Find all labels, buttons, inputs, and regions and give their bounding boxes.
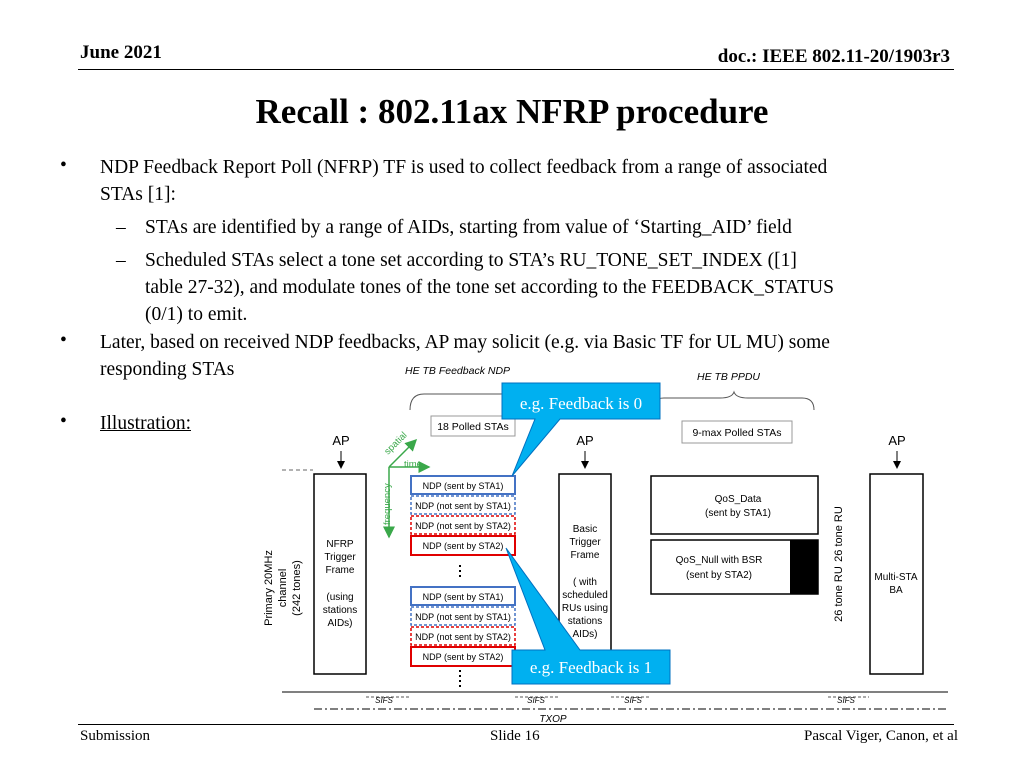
sub-bullet-2-line-2: table 27-32), and modulate tones of the … bbox=[145, 277, 834, 298]
ap-label-1: AP bbox=[332, 433, 349, 448]
svg-text:stations: stations bbox=[568, 616, 602, 627]
bullet-glyph: • bbox=[60, 411, 67, 432]
label-he-tb-ppdu: HE TB PPDU bbox=[697, 371, 760, 383]
bullet-2-line-2: responding STAs bbox=[100, 359, 235, 380]
polled-9max-label: 9-max Polled STAs bbox=[692, 427, 781, 439]
ap-label-2: AP bbox=[576, 433, 593, 448]
svg-text:Trigger: Trigger bbox=[324, 552, 356, 563]
multi-sta-label: Multi-STA bbox=[874, 572, 917, 583]
footer-submission: Submission bbox=[80, 728, 151, 744]
ndp-sent-sta2-box bbox=[410, 535, 516, 556]
svg-text:Basic: Basic bbox=[573, 524, 597, 535]
polled-18-box bbox=[430, 415, 516, 437]
ndp-sent-sta1-box bbox=[410, 475, 516, 495]
svg-text:SIFS: SIFS bbox=[527, 696, 545, 705]
ndp-label: NDP (not sent by STA2) bbox=[415, 521, 511, 531]
ndp-not-sent-sta1-box bbox=[410, 495, 516, 515]
bullet-1-line-2: STAs [1]: bbox=[100, 184, 176, 205]
svg-text:channel: channel bbox=[277, 569, 289, 608]
nfrp-trigger-frame-text: NFRP Trigger Frame (using stations AIDs) bbox=[323, 539, 357, 629]
svg-text:stations: stations bbox=[323, 605, 357, 616]
bullet-1-line-1: NDP Feedback Report Poll (NFRP) TF is us… bbox=[100, 157, 828, 178]
header-date: June 2021 bbox=[80, 42, 162, 63]
qos-data-box bbox=[650, 475, 819, 535]
qos-null-label: QoS_Null with BSR bbox=[676, 555, 763, 566]
ndp-label: NDP (sent by STA1) bbox=[423, 481, 504, 491]
polled-9max-box bbox=[681, 420, 793, 444]
label-he-tb-feedback-ndp: HE TB Feedback NDP bbox=[405, 365, 510, 377]
ndp-label: NDP (sent by STA1) bbox=[423, 592, 504, 602]
dash-glyph: – bbox=[116, 217, 126, 238]
time-label: time bbox=[404, 459, 422, 470]
callout-feedback-1-text: e.g. Feedback is 1 bbox=[530, 658, 652, 677]
svg-text:RUs using: RUs using bbox=[562, 603, 608, 614]
callout-feedback-0-text: e.g. Feedback is 0 bbox=[520, 394, 642, 413]
qos-data-label: QoS_Data bbox=[715, 494, 762, 505]
svg-text:AIDs): AIDs) bbox=[328, 618, 353, 629]
footer-slide-number: Slide 16 bbox=[490, 728, 540, 744]
svg-text:SIFS: SIFS bbox=[375, 696, 393, 705]
svg-text:NFRP: NFRP bbox=[326, 539, 354, 550]
bullet-3: Illustration: bbox=[100, 413, 191, 434]
dash-glyph: – bbox=[116, 250, 126, 271]
svg-text:SIFS: SIFS bbox=[624, 696, 642, 705]
callout-feedback-1 bbox=[505, 547, 671, 685]
bullet-glyph: • bbox=[60, 155, 67, 176]
ap-label-3: AP bbox=[888, 433, 905, 448]
primary-channel-label: Primary 20MHz channel (242 tones) bbox=[263, 550, 303, 626]
svg-text:( with: ( with bbox=[573, 577, 597, 588]
svg-text:Trigger: Trigger bbox=[569, 537, 601, 548]
ndp-label: NDP (not sent by STA1) bbox=[415, 612, 511, 622]
tone-ru-label-1: 26 tone RU bbox=[833, 506, 845, 562]
ndp-label: NDP (sent by STA2) bbox=[423, 541, 504, 551]
qos-null-sub: (sent by STA2) bbox=[686, 570, 752, 581]
ndp-not-sent-sta1-box bbox=[410, 606, 516, 626]
txop-label: TXOP bbox=[539, 714, 567, 725]
svg-text:AIDs): AIDs) bbox=[573, 629, 598, 640]
svg-text:Frame: Frame bbox=[326, 565, 355, 576]
bsr-padding-block bbox=[790, 540, 818, 594]
sub-bullet-1: STAs are identified by a range of AIDs, … bbox=[145, 217, 792, 238]
ndp-not-sent-sta2-box bbox=[410, 515, 516, 535]
polled-18-label: 18 Polled STAs bbox=[437, 421, 509, 433]
sub-bullet-2-line-3: (0/1) to emit. bbox=[145, 304, 248, 325]
svg-text:scheduled: scheduled bbox=[562, 590, 608, 601]
ndp-label: NDP (not sent by STA1) bbox=[415, 501, 511, 511]
svg-text:(242 tones): (242 tones) bbox=[291, 560, 303, 616]
ndp-label: NDP (sent by STA2) bbox=[423, 652, 504, 662]
multi-sta-ba-box bbox=[869, 473, 924, 675]
footer-divider bbox=[78, 724, 954, 725]
svg-text:Primary 20MHz: Primary 20MHz bbox=[263, 550, 275, 626]
nfrp-trigger-frame-box bbox=[313, 473, 367, 675]
qos-data-sub: (sent by STA1) bbox=[705, 508, 771, 519]
ndp-sent-sta1-box bbox=[410, 586, 516, 606]
svg-text:(using: (using bbox=[326, 592, 353, 603]
bullet-glyph: • bbox=[60, 330, 67, 351]
spatial-label: spatial bbox=[382, 430, 409, 457]
sifs-markers: SIFS SIFS SIFS SIFS bbox=[366, 696, 869, 705]
svg-text:Frame: Frame bbox=[571, 550, 600, 561]
sub-bullet-2-line-1: Scheduled STAs select a tone set accordi… bbox=[145, 250, 797, 271]
ndp-label: NDP (not sent by STA2) bbox=[415, 632, 511, 642]
callout-feedback-0 bbox=[501, 382, 661, 477]
spatial-axis bbox=[388, 438, 418, 468]
brace-tb-ppdu bbox=[651, 390, 815, 411]
ndp-not-sent-sta2-box bbox=[410, 626, 516, 646]
frequency-label: frequency bbox=[382, 483, 393, 525]
multi-sta-sub: BA bbox=[889, 585, 903, 596]
basic-trigger-frame-text: Basic Trigger Frame ( with scheduled RUs… bbox=[562, 524, 608, 640]
header-doc-id: doc.: IEEE 802.11-20/1903r3 bbox=[717, 46, 950, 67]
svg-text:SIFS: SIFS bbox=[837, 696, 855, 705]
header-divider bbox=[78, 69, 954, 70]
bullet-2-line-1: Later, based on received NDP feedbacks, … bbox=[100, 332, 830, 353]
tone-ru-label-2: 26 tone RU bbox=[833, 566, 845, 622]
footer-author: Pascal Viger, Canon, et al bbox=[803, 728, 958, 744]
slide-title: Recall : 802.11ax NFRP procedure bbox=[255, 92, 769, 131]
